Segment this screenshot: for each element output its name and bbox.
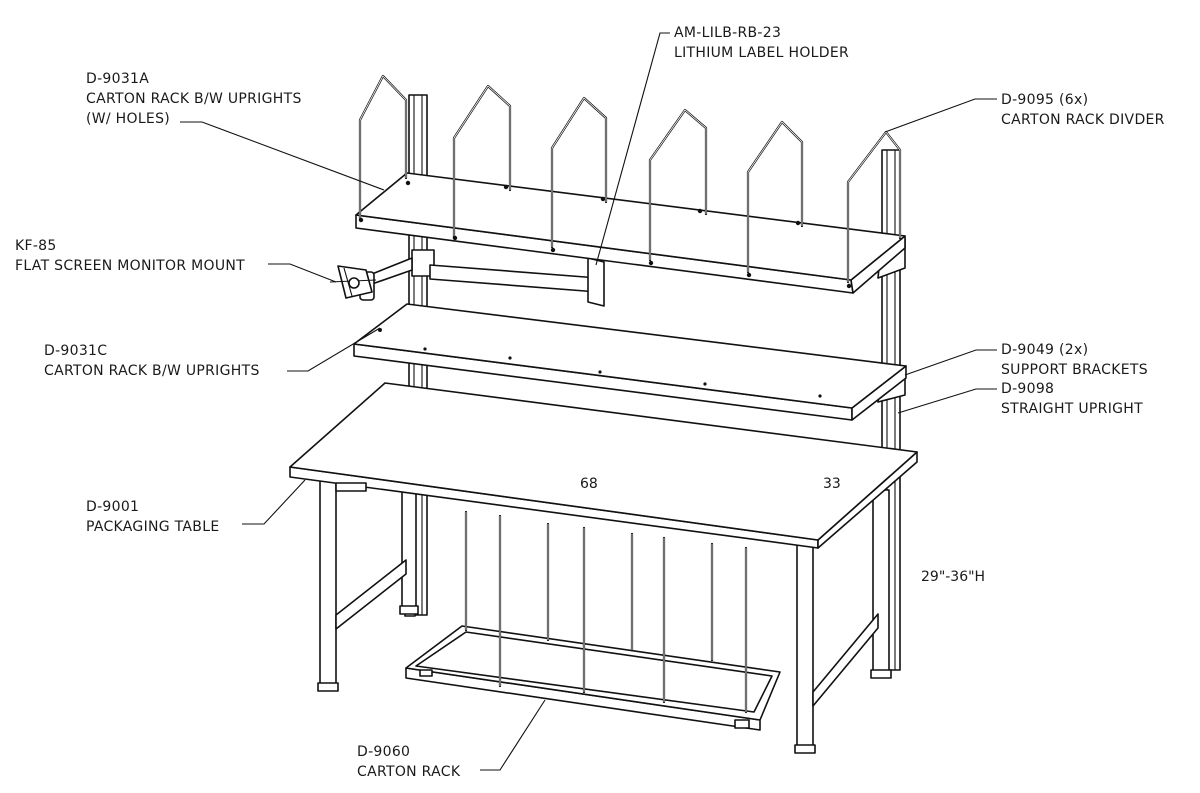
top-shelf-code: D-9031A — [86, 71, 150, 87]
label-holder-name: LITHIUM LABEL HOLDER — [674, 45, 850, 61]
upright-code: D-9098 — [1001, 381, 1055, 397]
carton-rack — [405, 510, 781, 731]
callout-brackets: D-9049 (2x) SUPPORT BRACKETS — [1001, 340, 1148, 380]
table-name: PACKAGING TABLE — [86, 519, 220, 535]
callout-label-holder: AM-LILB-RB-23 LITHIUM LABEL HOLDER — [674, 23, 849, 63]
table-code: D-9001 — [86, 499, 140, 515]
callout-divider: D-9095 (6x) CARTON RACK DIVDER — [1001, 90, 1165, 130]
packaging-table-top — [289, 382, 918, 549]
top-shelf-note: (W/ HOLES) — [86, 111, 171, 127]
dimension-height: 29"-36"H — [921, 569, 986, 585]
callout-lower-shelf: D-9031C CARTON RACK B/W UPRIGHTS — [44, 341, 260, 381]
label-holder-code: AM-LILB-RB-23 — [674, 25, 782, 41]
callout-monitor-mount: KF-85 FLAT SCREEN MONITOR MOUNT — [15, 236, 245, 276]
callout-carton-rack: D-9060 CARTON RACK — [357, 742, 460, 782]
callout-upright: D-9098 STRAIGHT UPRIGHT — [1001, 379, 1143, 419]
dimension-length: 68 — [580, 476, 598, 492]
upright-name: STRAIGHT UPRIGHT — [1001, 401, 1143, 417]
dimension-depth: 33 — [823, 476, 841, 492]
carton-rack-dividers — [358, 74, 902, 289]
callout-table: D-9001 PACKAGING TABLE — [86, 497, 219, 537]
lower-shelf-code: D-9031C — [44, 343, 108, 359]
divider-code: D-9095 (6x) — [1001, 92, 1089, 108]
monitor-mount — [329, 249, 435, 301]
divider-name: CARTON RACK DIVDER — [1001, 112, 1165, 128]
monitor-mount-code: KF-85 — [15, 238, 57, 254]
callout-top-shelf: D-9031A CARTON RACK B/W UPRIGHTS (W/ HOL… — [86, 69, 302, 129]
lower-shelf-name: CARTON RACK B/W UPRIGHTS — [44, 363, 260, 379]
leader-lines — [180, 32, 997, 771]
monitor-mount-name: FLAT SCREEN MONITOR MOUNT — [15, 258, 245, 274]
top-shelf — [355, 172, 906, 294]
top-shelf-name: CARTON RACK B/W UPRIGHTS — [86, 91, 302, 107]
brackets-name: SUPPORT BRACKETS — [1001, 362, 1148, 378]
brackets-code: D-9049 (2x) — [1001, 342, 1089, 358]
label-holder — [429, 257, 605, 307]
lower-shelf — [353, 303, 907, 421]
carton-rack-name: CARTON RACK — [357, 764, 461, 780]
carton-rack-code: D-9060 — [357, 744, 411, 760]
table-frame — [317, 469, 892, 754]
